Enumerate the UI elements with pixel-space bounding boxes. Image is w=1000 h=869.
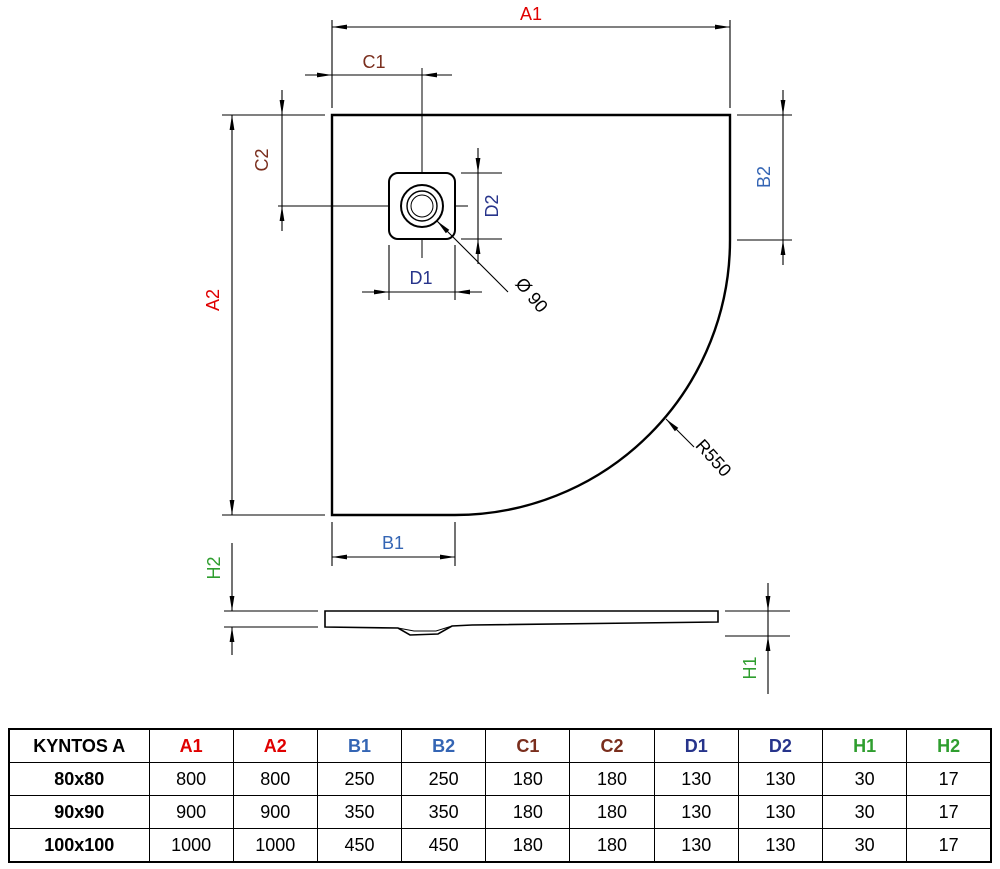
profile-outline: [324, 610, 719, 636]
table-header-b2: B2: [401, 728, 487, 763]
table-row-100x100: 100x100 1000 1000 450 450 180 180 130 13…: [8, 828, 992, 863]
tray-outline: [330, 113, 732, 517]
table-cell: 17: [906, 828, 992, 863]
dim-label-h1: H1: [740, 656, 760, 679]
table-cell: 130: [653, 762, 739, 796]
table-cell: 130: [653, 828, 739, 863]
dim-label-diameter: Ø 90: [511, 274, 551, 317]
spec-table: KYNTOS A A1 A2 B1 B2 C1 C2 D1 D2 H1 H2 8…: [8, 728, 992, 863]
table-cell: 180: [485, 762, 571, 796]
dim-b1: B1: [331, 522, 456, 566]
dim-label-d2: D2: [482, 194, 502, 217]
side-profile-view: [324, 610, 719, 636]
table-cell: 800: [148, 762, 234, 796]
table-cell: 17: [906, 762, 992, 796]
table-cell: 130: [737, 795, 824, 829]
table-cell: 130: [737, 762, 824, 796]
drain-mid-circle: [406, 190, 438, 222]
table-cell: 180: [569, 795, 655, 829]
table-header-model: KYNTOS A: [8, 728, 150, 763]
dim-label-h2: H2: [204, 556, 224, 579]
table-header-c1: C1: [485, 728, 571, 763]
dim-h1: H1: [725, 583, 790, 694]
dim-d1: D1: [362, 245, 482, 300]
table-cell: 17: [906, 795, 992, 829]
technical-drawing: A1 C1 C2 A2 B2 D1: [203, 4, 792, 694]
model-cell: 100x100: [8, 828, 150, 863]
table-cell: 30: [821, 762, 908, 796]
table-cell: 30: [821, 828, 908, 863]
table-cell: 350: [316, 795, 403, 829]
table-header-b1: B1: [316, 728, 403, 763]
table-row-80x80: 80x80 800 800 250 250 180 180 130 130 30…: [8, 762, 992, 796]
model-cell: 90x90: [8, 795, 150, 829]
table-header-h1: H1: [821, 728, 908, 763]
table-cell: 180: [485, 795, 571, 829]
table-cell: 1000: [232, 828, 318, 863]
table-header-row: KYNTOS A A1 A2 B1 B2 C1 C2 D1 D2 H1 H2: [8, 728, 992, 763]
table-header-d1: D1: [653, 728, 739, 763]
table-header-a2: A2: [232, 728, 318, 763]
table-cell: 180: [485, 828, 571, 863]
table-cell: 1000: [148, 828, 234, 863]
table-cell: 180: [569, 762, 655, 796]
table-cell: 350: [401, 795, 487, 829]
table-cell: 900: [148, 795, 234, 829]
table-header-c2: C2: [569, 728, 655, 763]
table-header-a1: A1: [148, 728, 234, 763]
dim-c1: C1: [305, 52, 452, 78]
table-cell: 800: [232, 762, 318, 796]
table-cell: 30: [821, 795, 908, 829]
table-cell: 130: [737, 828, 824, 863]
table-cell: 900: [232, 795, 318, 829]
dim-corner-radius: R550: [665, 418, 736, 481]
table-header-d2: D2: [737, 728, 824, 763]
dim-label-b1: B1: [382, 533, 404, 553]
table-cell: 250: [401, 762, 487, 796]
dim-h2: H2: [204, 543, 318, 655]
table-header-h2: H2: [906, 728, 992, 763]
dim-a1: A1: [331, 4, 731, 108]
model-cell: 80x80: [8, 762, 150, 796]
dim-b2: B2: [737, 90, 792, 265]
dim-label-a1: A1: [520, 4, 542, 24]
table-cell: 180: [569, 828, 655, 863]
dim-d2: D2: [461, 148, 502, 264]
dim-label-radius: R550: [692, 435, 736, 480]
dim-label-d1: D1: [409, 268, 432, 288]
dim-label-c2: C2: [252, 148, 272, 171]
profile-drain-recess: [397, 625, 453, 632]
table-cell: 250: [316, 762, 403, 796]
dim-label-c1: C1: [362, 52, 385, 72]
table-cell: 130: [653, 795, 739, 829]
dim-c2: C2: [252, 90, 285, 231]
table-cell: 450: [316, 828, 403, 863]
drain-inner-circle: [410, 194, 434, 218]
dim-a2: A2: [203, 114, 325, 516]
table-row-90x90: 90x90 900 900 350 350 180 180 130 130 30…: [8, 795, 992, 829]
table-cell: 450: [401, 828, 487, 863]
dim-label-a2: A2: [203, 289, 223, 311]
dim-label-b2: B2: [754, 166, 774, 188]
